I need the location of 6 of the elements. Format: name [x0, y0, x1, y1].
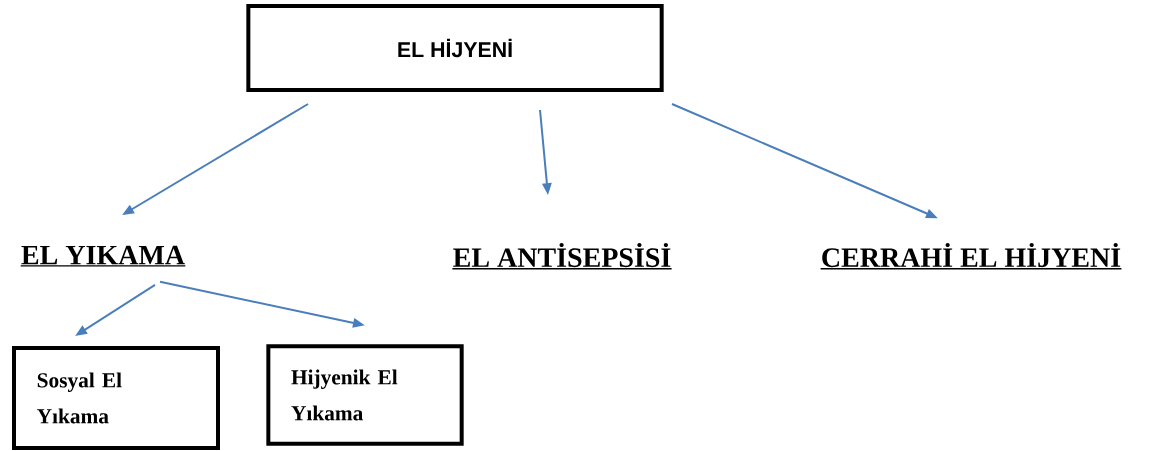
underlined-heading: EL ANTİSEPSİSİ: [451, 242, 673, 270]
category-box: Sosyal El Yıkama: [12, 346, 220, 450]
underlined-heading: EL YIKAMA: [20, 245, 186, 267]
title-box: EL HİJYENİ: [246, 4, 664, 92]
underlined-heading: CERRAHİ EL HİJYENİ: [819, 242, 1123, 270]
category-box: Hijyenik El Yıkama: [266, 344, 464, 446]
